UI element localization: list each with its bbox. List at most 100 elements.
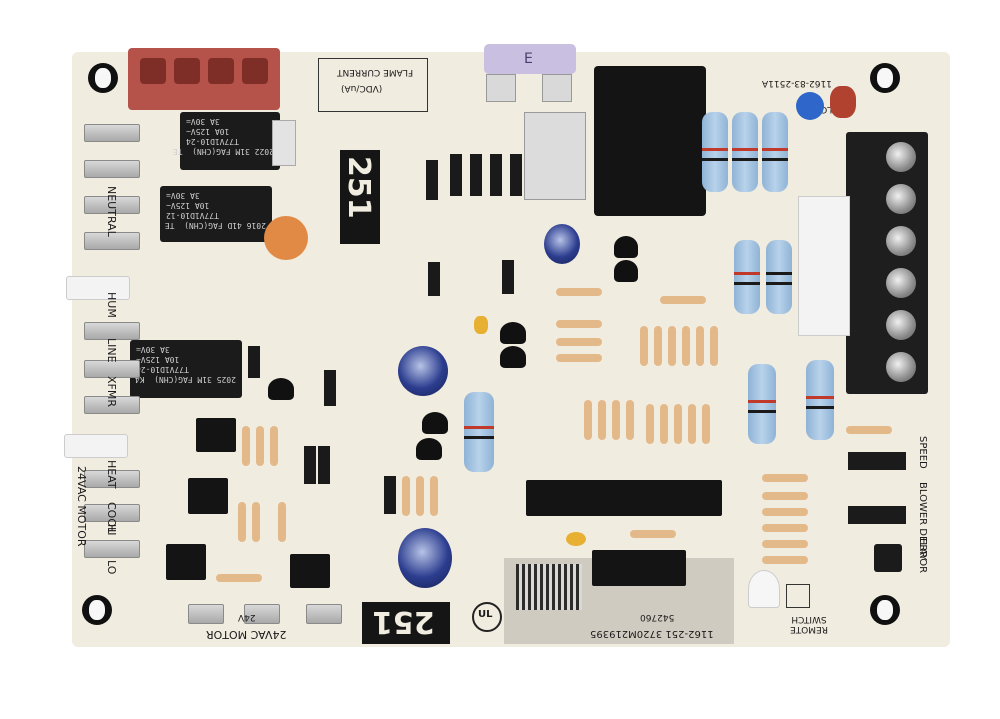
resistor xyxy=(256,426,264,466)
power-resistor xyxy=(702,112,728,192)
resistor xyxy=(710,326,718,366)
power-resistor xyxy=(464,392,494,472)
diode xyxy=(428,262,440,296)
flame-current-label: FLAME CURRENT xyxy=(337,67,414,77)
terminal-screw[interactable] xyxy=(886,226,916,256)
diode xyxy=(248,346,260,378)
spade-terminal xyxy=(84,124,140,142)
terminal-screw[interactable] xyxy=(886,268,916,298)
resistor xyxy=(762,540,808,548)
power-resistor xyxy=(732,112,758,192)
power-resistor xyxy=(762,112,788,192)
terminal-screw[interactable] xyxy=(886,142,916,172)
resistor xyxy=(668,326,676,366)
diode xyxy=(304,446,316,484)
diode xyxy=(426,160,438,200)
film-capacitor xyxy=(830,86,856,118)
spade-terminal xyxy=(244,604,280,624)
status-led xyxy=(748,570,780,608)
flame-current-test-pad: FLAME CURRENT (VDC/uA) xyxy=(318,58,428,112)
resistor xyxy=(674,404,682,444)
diode xyxy=(490,154,502,196)
diode xyxy=(502,260,514,294)
blade-fuse: E xyxy=(484,44,576,74)
relay-housing xyxy=(524,112,586,200)
board-number-top: 251 xyxy=(341,156,376,219)
mounting-standoff xyxy=(870,63,900,93)
diode xyxy=(318,446,330,484)
diode xyxy=(510,154,522,196)
label-xfmr: XFMR xyxy=(105,376,118,407)
label-24v: 24V xyxy=(238,612,256,622)
resistor xyxy=(682,326,690,366)
transistor xyxy=(500,322,526,344)
transistor xyxy=(422,412,448,434)
resistor xyxy=(660,296,706,304)
resistor xyxy=(556,288,602,296)
resistor xyxy=(646,404,654,444)
spade-terminal xyxy=(84,360,140,378)
resistor xyxy=(556,354,602,362)
resistor xyxy=(640,326,648,366)
board-number-bottom: 251 xyxy=(372,604,435,639)
fuse-label: E xyxy=(524,51,533,67)
spade-terminal xyxy=(84,396,140,414)
qr-code-label xyxy=(516,564,582,610)
error-button-sw1[interactable] xyxy=(874,544,902,572)
label-lo: LO xyxy=(105,560,118,575)
resistor xyxy=(416,476,424,516)
resistor xyxy=(556,320,602,328)
resistor xyxy=(696,326,704,366)
resistor xyxy=(702,404,710,444)
electrolytic-capacitor xyxy=(398,528,452,588)
mounting-standoff xyxy=(82,595,112,625)
resistor xyxy=(598,400,606,440)
hum-terminal-sleeve xyxy=(66,276,130,300)
spade-terminal xyxy=(306,604,342,624)
speed-header-p7[interactable] xyxy=(848,452,906,470)
bottom-label-area xyxy=(504,558,734,644)
resistor xyxy=(242,426,250,466)
resistor xyxy=(252,502,260,542)
resistor xyxy=(762,508,808,516)
resistor xyxy=(762,524,808,532)
resistor xyxy=(654,326,662,366)
relay-k2: 2016 41D FAG(CHN) TE T77V1D10-12 10A 125… xyxy=(160,186,272,242)
resistor xyxy=(278,502,286,542)
ic-u5 xyxy=(188,478,228,514)
spade-terminal xyxy=(84,470,140,488)
diode xyxy=(450,154,462,196)
remote-switch-header[interactable] xyxy=(786,584,810,608)
fuse-clip xyxy=(542,74,572,102)
resistor xyxy=(430,476,438,516)
resistor xyxy=(584,400,592,440)
transistor xyxy=(416,438,442,460)
transistor xyxy=(268,378,294,400)
terminal-screw[interactable] xyxy=(886,352,916,382)
resistor xyxy=(216,574,262,582)
diode xyxy=(324,370,336,406)
label-hum: HUM xyxy=(105,292,118,318)
red-power-connector xyxy=(128,48,280,110)
label-speed: SPEED xyxy=(917,436,928,469)
ic-u8 xyxy=(166,544,206,580)
white-header-p5 xyxy=(798,196,850,336)
label-24vac-motor-bottom: 24VAC MOTOR xyxy=(206,628,287,641)
thermostat-terminal-block xyxy=(846,132,928,394)
blower-delay-header-p4[interactable] xyxy=(848,506,906,524)
board-number-label: 251 xyxy=(340,150,380,244)
resistor xyxy=(402,476,410,516)
diode xyxy=(470,154,482,196)
mounting-standoff xyxy=(88,63,118,93)
electrolytic-capacitor xyxy=(544,224,580,264)
part-number: 1162-251 3720M219395 xyxy=(590,628,714,639)
ic-u3 xyxy=(196,418,236,452)
label-heat: HEAT xyxy=(105,460,118,489)
terminal-screw[interactable] xyxy=(886,184,916,214)
diode xyxy=(384,476,396,514)
tantalum-capacitor xyxy=(566,532,586,546)
spade-terminal xyxy=(84,160,140,178)
relay-k1-cover xyxy=(272,120,296,166)
spade-terminal xyxy=(84,232,140,250)
terminal-screw[interactable] xyxy=(886,310,916,340)
